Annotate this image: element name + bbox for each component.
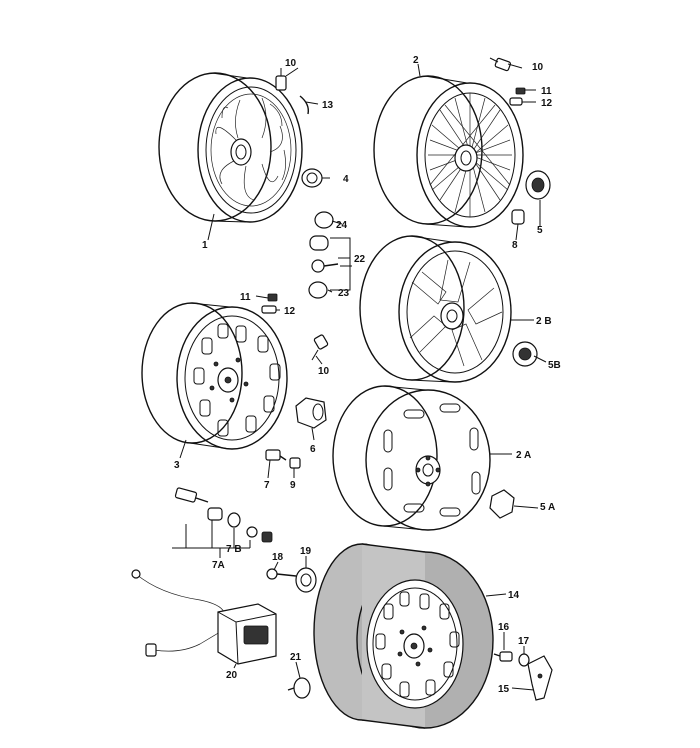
label-23: 23 — [338, 288, 350, 299]
valve-10-top-left[interactable] — [275, 68, 287, 91]
valve-10-top-right[interactable] — [489, 57, 511, 72]
label-10-top-right: 10 — [532, 62, 544, 73]
label-12-mid: 12 — [284, 306, 296, 317]
part-labels: 1 2 10 10 11 12 13 4 5 8 24 22 23 11 12 … — [174, 55, 561, 695]
hubcap-5a[interactable] — [489, 489, 515, 519]
label-13: 13 — [322, 100, 334, 111]
label-2a: 2 A — [516, 450, 531, 461]
bracket-7a — [172, 520, 251, 549]
label-8: 8 — [512, 240, 518, 251]
label-21: 21 — [290, 652, 302, 663]
label-17: 17 — [518, 636, 530, 647]
hubcap-5[interactable] — [525, 170, 551, 200]
label-18: 18 — [272, 552, 284, 563]
label-15: 15 — [498, 684, 510, 695]
label-7: 7 — [264, 480, 270, 491]
nut-8[interactable] — [511, 209, 525, 225]
label-7b: 7 B — [226, 544, 242, 555]
leader-lines — [179, 63, 547, 691]
label-1: 1 — [202, 240, 208, 251]
compressor-20[interactable] — [131, 569, 277, 665]
label-2: 2 — [413, 55, 419, 66]
ring-18[interactable] — [266, 568, 297, 580]
balance-weight-13[interactable] — [299, 95, 310, 115]
label-19: 19 — [300, 546, 312, 557]
label-24: 24 — [336, 220, 348, 231]
label-14: 14 — [508, 590, 520, 601]
cap-19[interactable] — [295, 567, 317, 593]
bolt-7[interactable] — [265, 449, 287, 461]
label-2b: 2 B — [536, 316, 552, 327]
cap-6[interactable] — [295, 397, 327, 429]
label-6: 6 — [310, 444, 316, 455]
wheel-2b[interactable] — [359, 235, 512, 383]
label-20: 20 — [226, 670, 238, 681]
label-10-middle: 10 — [318, 366, 330, 377]
nut-9[interactable] — [289, 457, 301, 469]
cap-4[interactable] — [301, 168, 323, 188]
hubcap-5b[interactable] — [512, 341, 538, 367]
label-3: 3 — [174, 460, 180, 471]
bracket-15[interactable] — [527, 655, 553, 701]
label-4: 4 — [343, 174, 349, 185]
wheel-2[interactable] — [373, 75, 524, 228]
sleeve-22[interactable] — [309, 235, 329, 251]
bolt-16[interactable] — [493, 651, 513, 662]
lock-bolt-7a[interactable] — [174, 487, 273, 543]
wheel-3[interactable] — [141, 302, 288, 450]
label-5: 5 — [537, 225, 543, 236]
label-16: 16 — [498, 622, 510, 633]
label-10-top-left: 10 — [285, 58, 297, 69]
cap-24[interactable] — [314, 211, 334, 229]
label-5b: 5B — [548, 360, 561, 371]
bolt-21[interactable] — [287, 677, 311, 699]
wheel-14-with-tire[interactable] — [313, 543, 494, 729]
lock-23[interactable] — [308, 281, 328, 299]
valve-10-middle[interactable] — [311, 334, 329, 361]
label-9: 9 — [290, 480, 296, 491]
label-11-mid: 11 — [240, 292, 251, 303]
wheel-2a[interactable] — [332, 385, 491, 531]
label-12-top: 12 — [541, 98, 553, 109]
label-22: 22 — [354, 254, 366, 265]
label-11-top: 11 — [541, 86, 552, 97]
label-7a: 7A — [212, 560, 225, 571]
label-5a: 5 A — [540, 502, 555, 513]
wheel-1[interactable] — [158, 72, 303, 223]
weight-11-12-mid[interactable] — [261, 293, 278, 314]
key-22[interactable] — [311, 259, 339, 273]
